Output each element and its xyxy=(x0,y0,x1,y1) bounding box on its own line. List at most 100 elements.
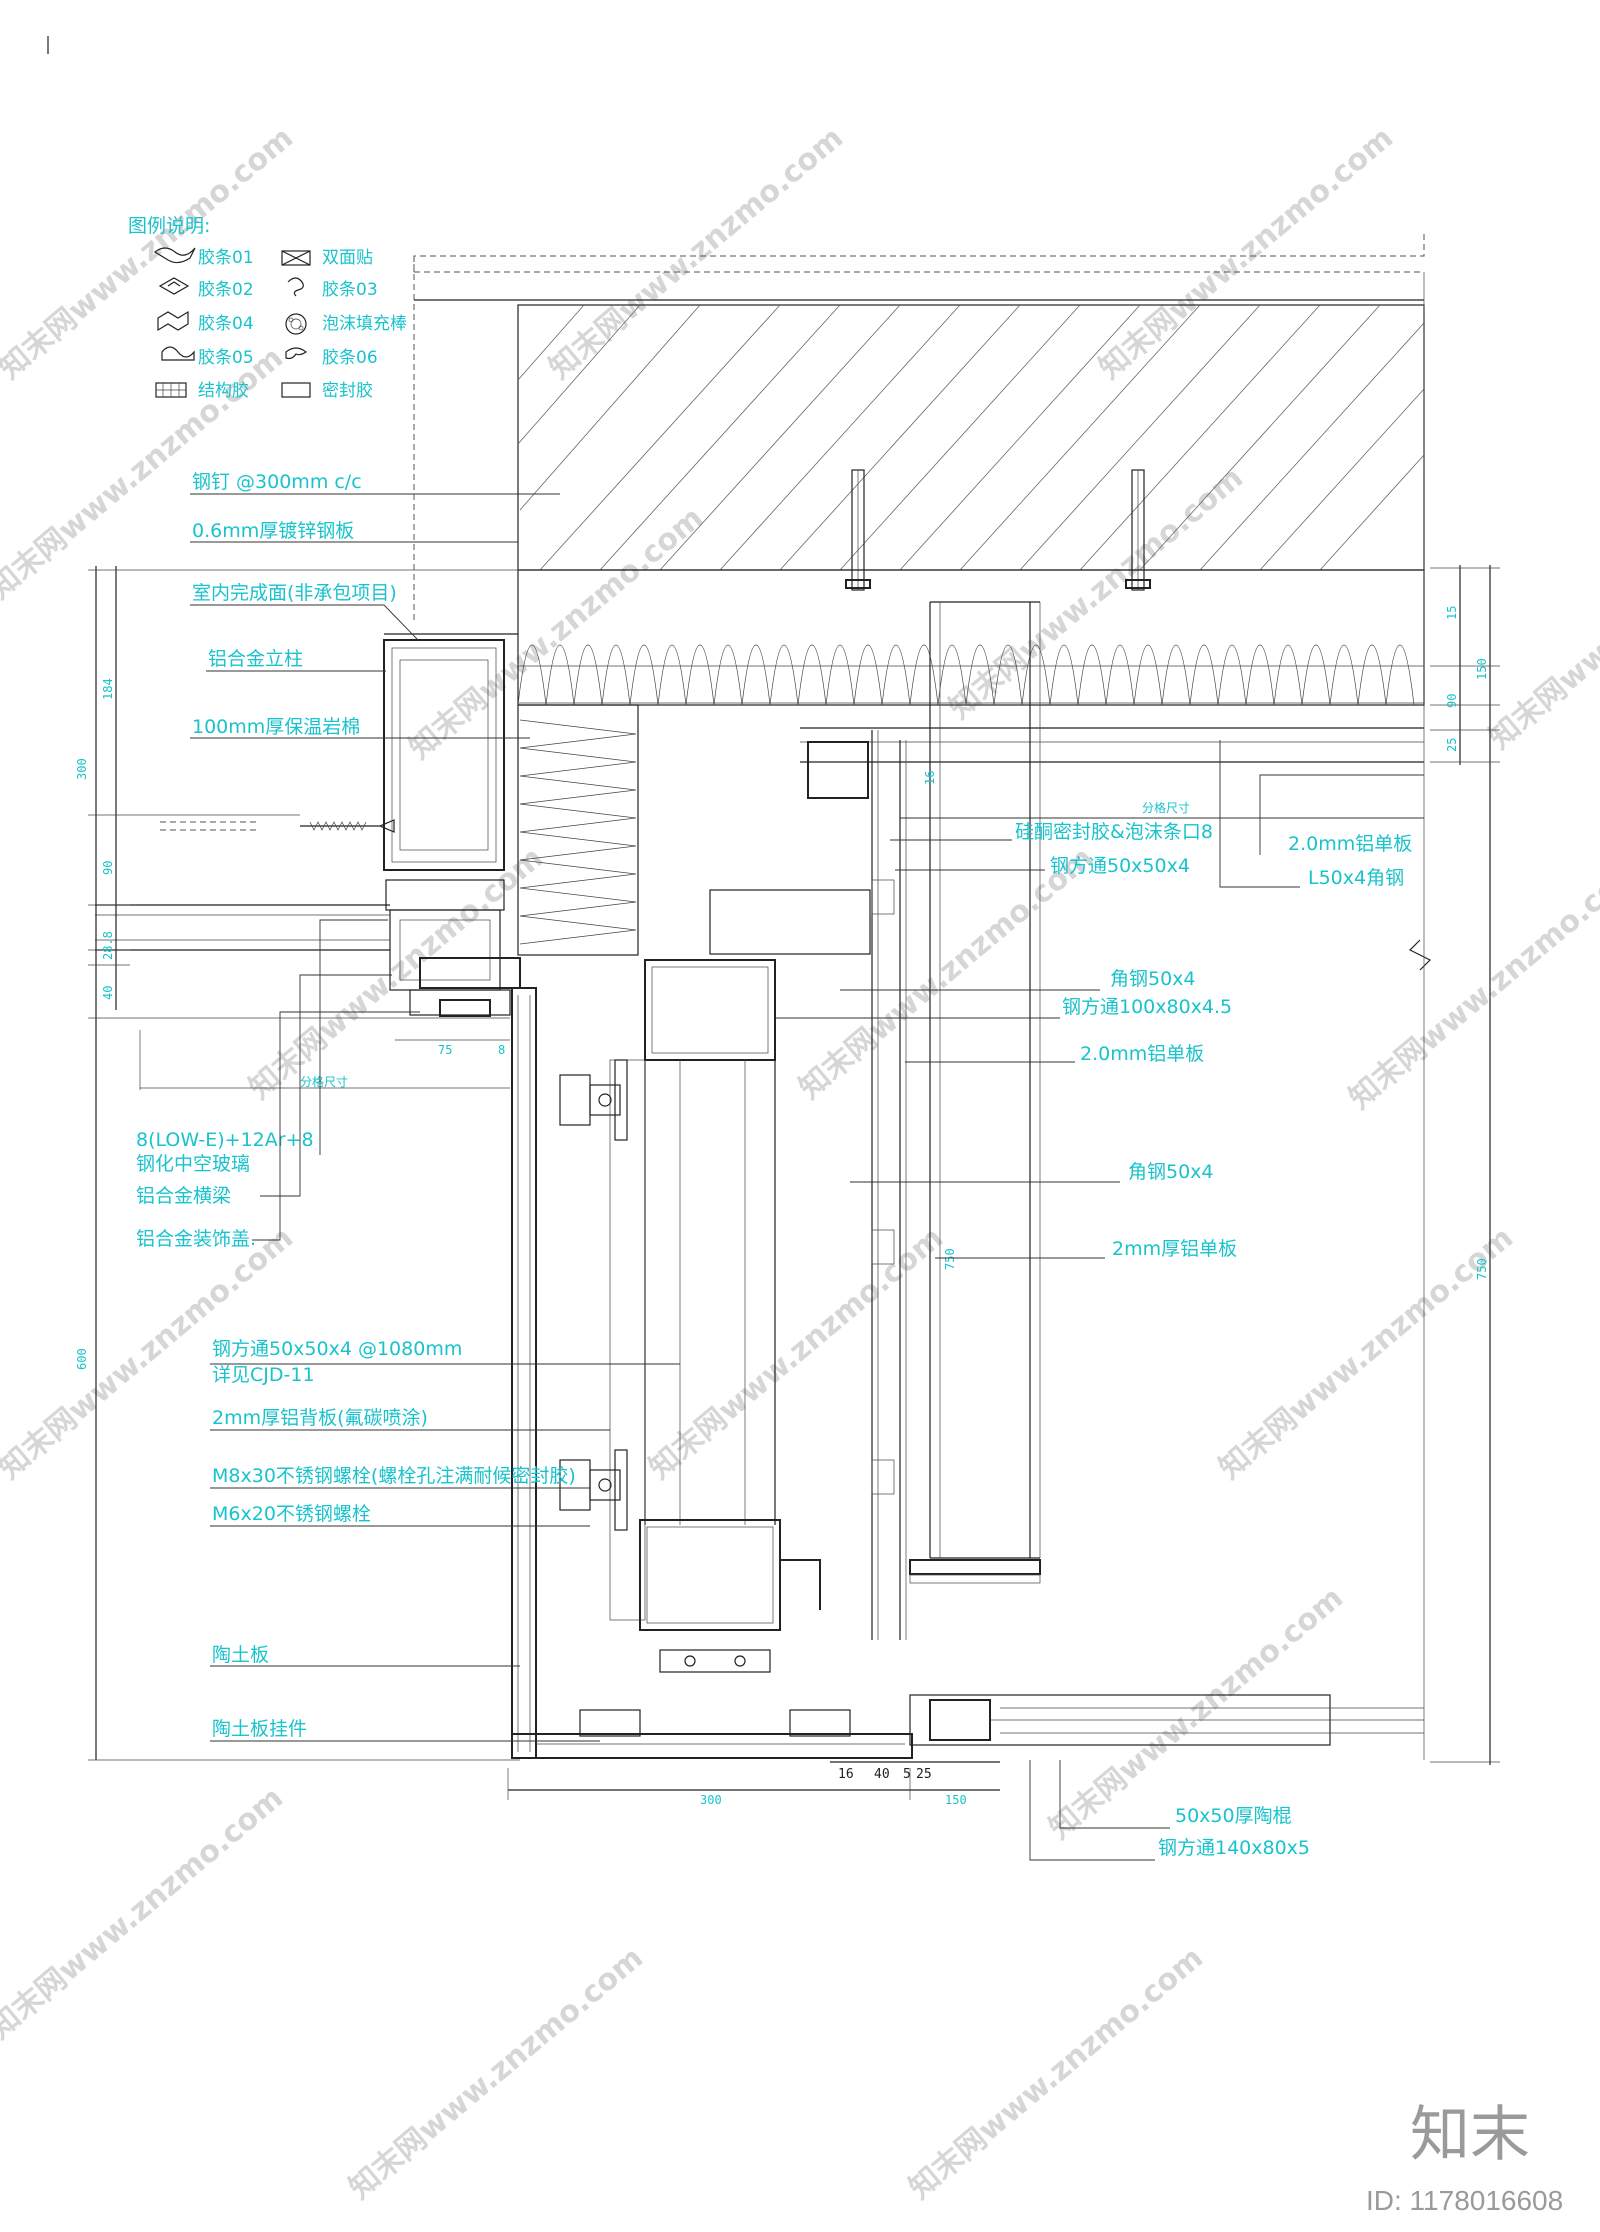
label-bolt-m8: M8x30不锈钢螺栓(螺栓孔注满耐候密封胶) xyxy=(212,1465,576,1487)
label-steel-tube-140: 钢方通140x80x5 xyxy=(1158,1837,1310,1859)
dim-bottom-25: 25 xyxy=(916,1767,932,1782)
strip-01-icon xyxy=(153,247,196,264)
label-glass-1: 8(LOW-E)+12Ar+8 xyxy=(136,1129,314,1151)
dim-left-184: 184 xyxy=(101,678,115,700)
dim-bottom-40: 40 xyxy=(874,1767,890,1782)
label-cover: 铝合金装饰盖. xyxy=(136,1228,256,1250)
foam-rod-icon xyxy=(285,313,307,335)
label-terracotta: 陶土板 xyxy=(212,1644,269,1666)
legend-label: 双面贴 xyxy=(322,248,373,268)
dim-bottom-150: 150 xyxy=(945,1793,967,1807)
bottom-dimensions: 300 16 40 5 25 150 xyxy=(507,1761,1000,1807)
left-annotations: 钢钉 @300mm c/c 0.6mm厚镀锌钢板 室内完成面(非承包项目) 铝合… xyxy=(136,471,680,1742)
legend-label: 胶条04 xyxy=(198,314,254,334)
label-terracotta-hanger: 陶土板挂件 xyxy=(212,1718,307,1740)
brand-watermark: 知末 ID: 1178016608 xyxy=(1366,2101,1563,2216)
label-rock-wool: 100mm厚保温岩棉 xyxy=(192,716,360,738)
legend-label: 胶条03 xyxy=(322,280,378,300)
strip-06-icon xyxy=(285,347,308,360)
label-backplate: 2mm厚铝背板(氟碳喷涂) xyxy=(212,1407,428,1429)
bolt-assembly xyxy=(659,1649,771,1673)
label-angle-50b: 角钢50x4 xyxy=(1128,1161,1214,1183)
dim-left-90: 90 xyxy=(101,861,115,875)
right-dimensions: 15 150 90 25 750 750 16 xyxy=(923,565,1500,1765)
sealant-icon xyxy=(281,382,311,398)
dim-right-25: 25 xyxy=(1445,738,1459,752)
watermark-text: 知末网www.znzmo.com xyxy=(903,1940,1210,2206)
dim-bottom-5: 5 xyxy=(903,1767,911,1782)
watermark-text: 知末网www.znzmo.com xyxy=(1213,1220,1520,1486)
legend-label: 胶条01 xyxy=(198,248,254,268)
window-mullion xyxy=(95,633,521,1017)
label-bolt-m6: M6x20不锈钢螺栓 xyxy=(212,1503,371,1525)
right-annotations: 分格尺寸 硅酮密封胶&泡沫条口8 2.0mm铝单板 钢方通50x50x4 L50… xyxy=(775,740,1424,1861)
label-alu-2-0: 2.0mm铝单板 xyxy=(1288,833,1412,855)
label-transom: 铝合金横梁 xyxy=(136,1185,231,1207)
dim-right-150: 150 xyxy=(1475,658,1489,680)
dim-left-28: 28.8 xyxy=(101,931,115,960)
dim-grid-size-left: 分格尺寸 xyxy=(300,1074,348,1089)
dim-right-750: 750 xyxy=(1475,1258,1489,1280)
strip-05-icon xyxy=(161,346,195,361)
bolt-assembly xyxy=(559,1449,628,1531)
watermark-text: 知末网www.znzmo.com xyxy=(643,1220,950,1486)
label-steel-tube-50: 钢方通50x50x4 xyxy=(1050,855,1190,877)
terracotta-panel xyxy=(511,987,913,1759)
label-grid-size-right: 分格尺寸 xyxy=(1142,800,1190,815)
label-interior-finish: 室内完成面(非承包项目) xyxy=(192,582,397,604)
label-angle-l50: L50x4角钢 xyxy=(1308,867,1404,889)
label-steel-tube-1: 钢方通50x50x4 @1080mm xyxy=(212,1338,462,1360)
dim-right-90: 90 xyxy=(1445,694,1459,708)
label-glass-2: 钢化中空玻璃 xyxy=(136,1153,250,1175)
watermark-text: 知末网www.znzmo.com xyxy=(1093,120,1400,386)
watermark-text: 知末网www.znzmo.com xyxy=(543,120,850,386)
double-tape-icon xyxy=(281,250,311,266)
label-steel-tube-2: 详见CJD-11 xyxy=(212,1364,315,1386)
dim-left-300: 300 xyxy=(75,758,89,780)
watermark-text: 知末网www.znzmo.com xyxy=(0,1780,290,2046)
legend-label: 泡沫填充棒 xyxy=(322,314,407,334)
label-mullion: 铝合金立柱 xyxy=(208,648,303,670)
label-nail: 钢钉 @300mm c/c xyxy=(192,471,362,493)
legend-label: 胶条05 xyxy=(198,348,254,368)
label-baguette: 50x50厚陶棍 xyxy=(1175,1805,1292,1827)
watermark-text: 知末网www.znzmo.com xyxy=(343,1940,650,2206)
watermark-text: 知末网www.znzmo.com xyxy=(793,840,1100,1106)
legend-label: 胶条06 xyxy=(322,348,378,368)
label-galv-sheet: 0.6mm厚镀锌钢板 xyxy=(192,520,354,542)
strip-03-icon xyxy=(287,277,304,297)
rock-wool-100mm xyxy=(517,704,639,956)
bolt-assembly xyxy=(579,1709,851,1737)
dim-left-600: 600 xyxy=(75,1348,89,1370)
top-slab xyxy=(413,232,1425,763)
brand-id-text: ID: 1178016608 xyxy=(1366,2185,1563,2216)
label-alu-2mm: 2mm厚铝单板 xyxy=(1112,1238,1237,1260)
legend-title: 图例说明: xyxy=(128,215,210,237)
watermark-text: 知末网www.znzmo.com xyxy=(1483,490,1600,756)
strip-04-icon xyxy=(157,310,189,332)
brand-logo-text: 知末 xyxy=(1410,2101,1530,2168)
label-angle-50a: 角钢50x4 xyxy=(1110,968,1196,990)
dim-bottom-16: 16 xyxy=(838,1767,854,1782)
legend: 图例说明: 胶条01 双面贴 胶条02 胶条03 胶条04 泡沫填充棒 胶条05… xyxy=(128,215,407,401)
strip-02-icon xyxy=(158,277,190,295)
legend-label: 密封胶 xyxy=(322,381,373,401)
dim-75: 75 xyxy=(438,1043,452,1057)
dim-mid-16: 16 xyxy=(923,771,937,785)
dim-right-15: 15 xyxy=(1445,606,1459,620)
watermark-text: 知末网www.znzmo.com xyxy=(1343,850,1600,1116)
watermark-text: 知末网www.znzmo.com xyxy=(943,460,1250,726)
label-steel-tube-100: 钢方通100x80x4.5 xyxy=(1062,996,1232,1018)
watermark-text: 知末网www.znzmo.com xyxy=(403,500,710,766)
legend-label: 结构胶 xyxy=(198,381,249,401)
aluminum-panel-run xyxy=(559,272,1432,1760)
bolt-assembly xyxy=(559,1059,628,1141)
left-dimensions: 300 184 90 28.8 40 600 75 8 分格尺寸 xyxy=(75,566,520,1761)
label-sealant-foam: 硅酮密封胶&泡沫条口8 xyxy=(1015,821,1213,843)
anchor-bolt xyxy=(845,469,871,591)
structural-glue-icon xyxy=(155,382,187,398)
dim-bottom-300: 300 xyxy=(700,1793,722,1807)
dim-mid-750: 750 xyxy=(943,1248,957,1270)
label-alu-2-0b: 2.0mm铝单板 xyxy=(1080,1043,1204,1065)
